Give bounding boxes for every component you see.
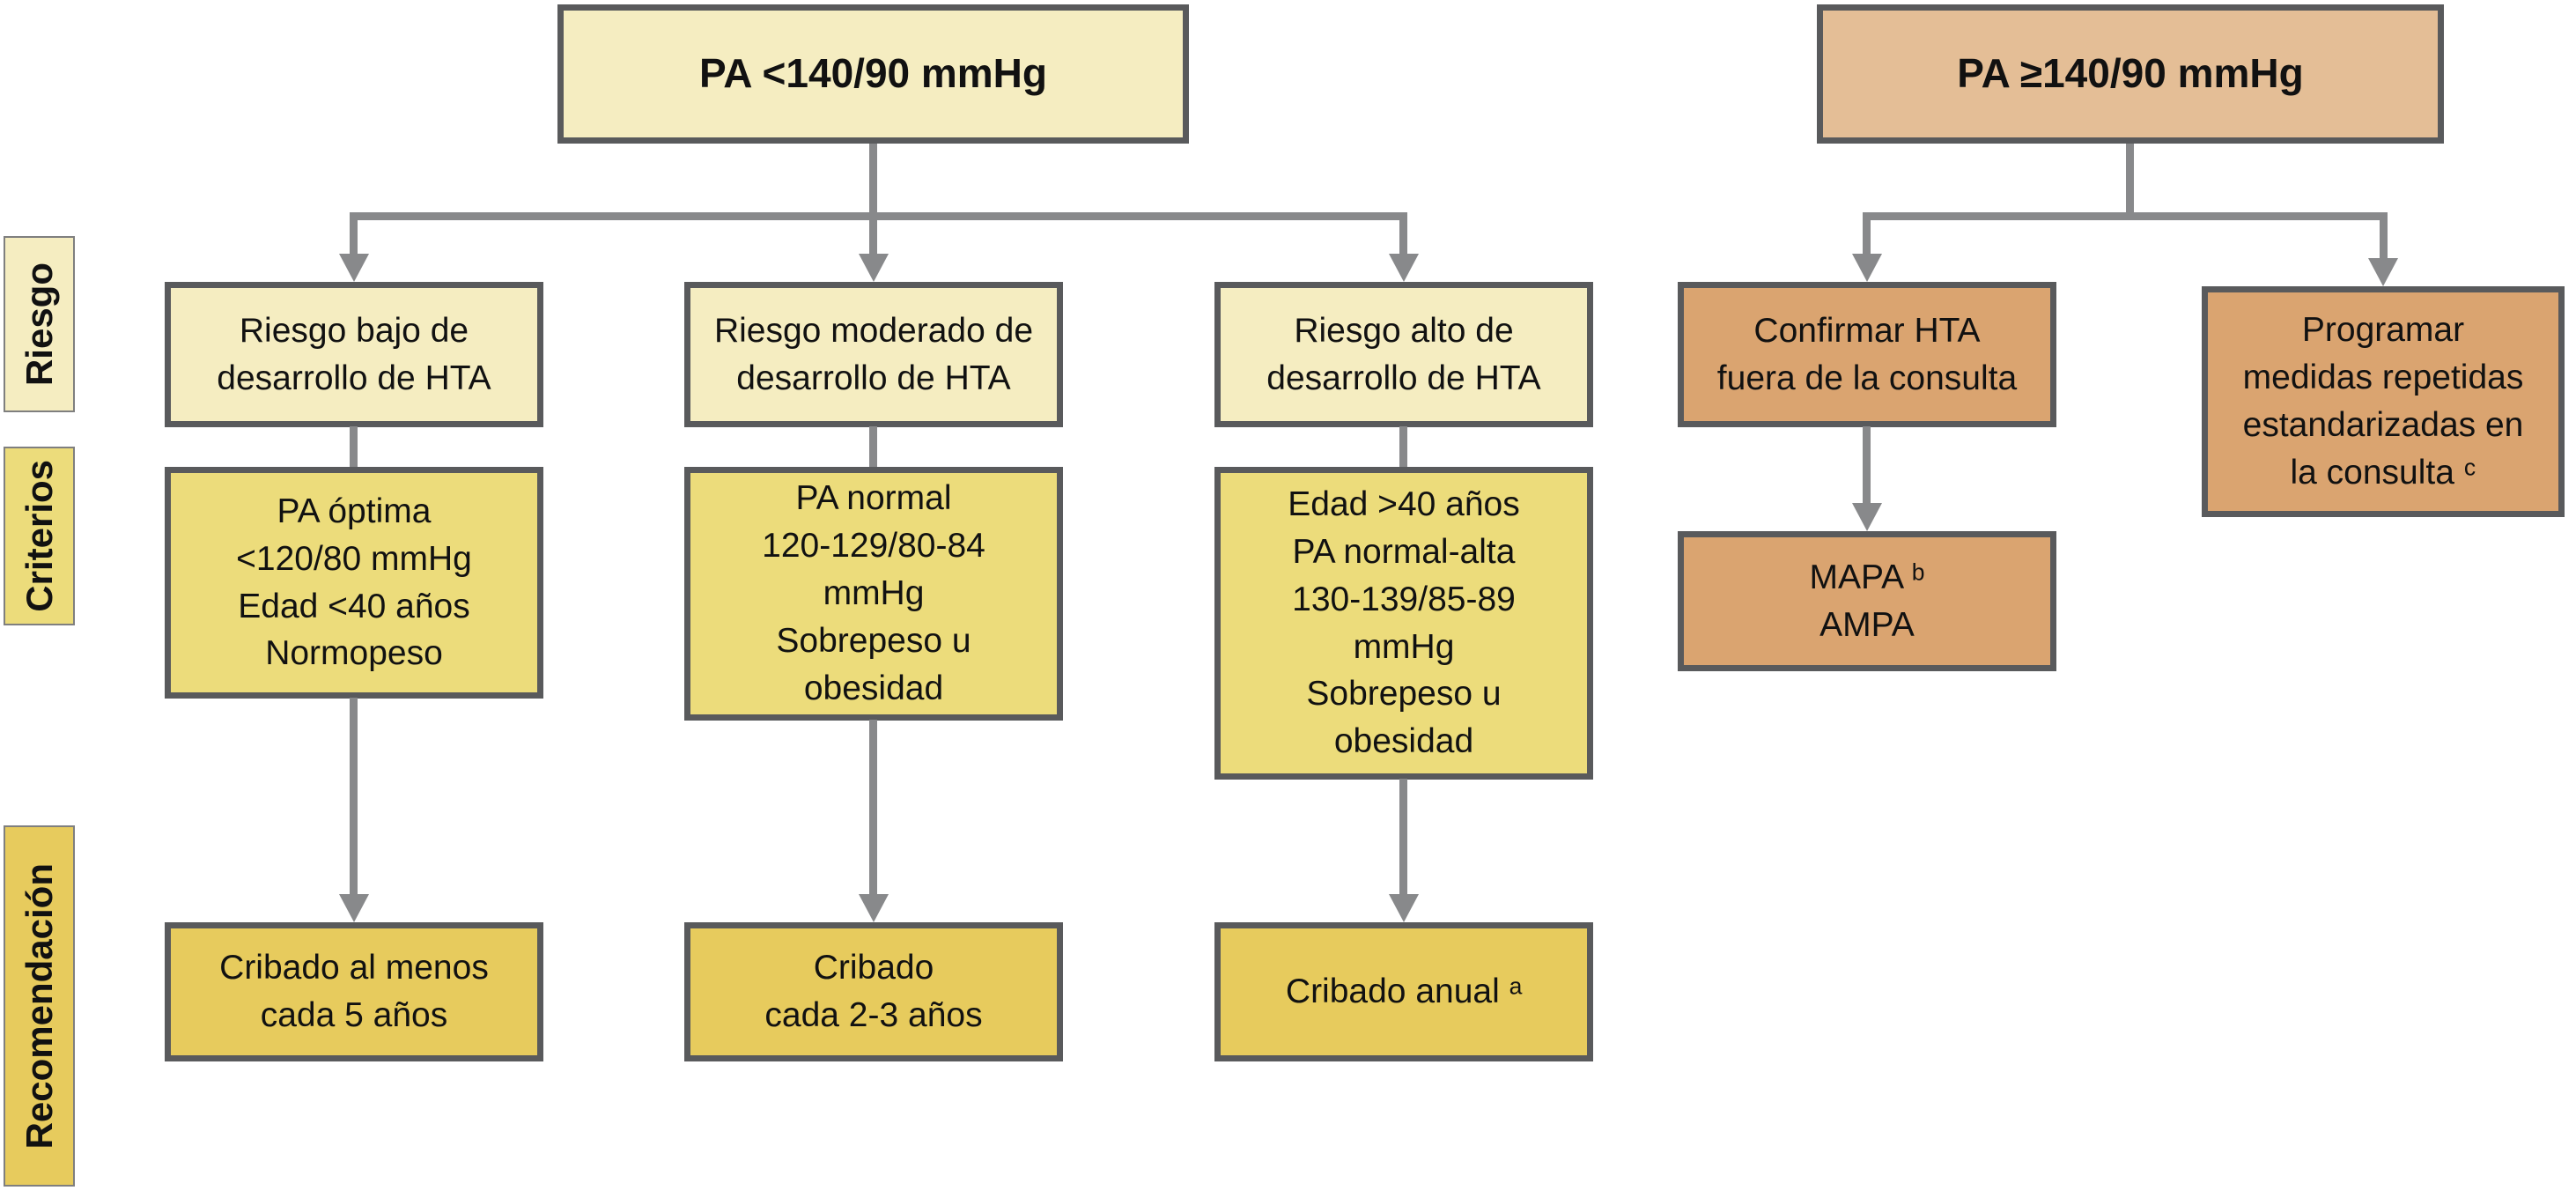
confirm-hta-box: Confirmar HTA fuera de la consulta — [1678, 282, 2056, 427]
arrow-down-icon — [339, 894, 369, 922]
risk-box-high: Riesgo alto de desarrollo de HTA — [1214, 282, 1593, 427]
arrow-down-icon — [1852, 503, 1882, 531]
row-label-recommendation: Recomendación — [4, 825, 75, 1187]
arrow-down-icon — [1389, 254, 1419, 282]
arrow-down-icon — [339, 254, 369, 282]
header-bp-above-140: PA ≥140/90 mmHg — [1817, 4, 2444, 144]
connector-criteria-rec-high — [1399, 779, 1407, 898]
arrow-down-icon — [1389, 894, 1419, 922]
header-bp-below-140: PA <140/90 mmHg — [557, 4, 1189, 144]
risk-box-moderate: Riesgo moderado de desarrollo de HTA — [684, 282, 1063, 427]
connector-risk-criteria-low — [350, 426, 358, 469]
row-label-risk-text: Riesgo — [18, 262, 60, 387]
connector-criteria-rec-low — [350, 698, 358, 898]
mapa-ampa-box: MAPA ᵇ AMPA — [1678, 531, 2056, 671]
row-label-risk: Riesgo — [4, 236, 75, 412]
arrow-down-icon — [1852, 254, 1882, 282]
connector-right-bar — [1864, 212, 2388, 220]
recommendation-box-high: Cribado anual ᵃ — [1214, 922, 1593, 1061]
row-label-recommendation-text: Recomendación — [18, 862, 60, 1150]
arrow-down-icon — [859, 894, 889, 922]
connector-risk-criteria-moderate — [869, 426, 877, 469]
risk-box-low: Riesgo bajo de desarrollo de HTA — [165, 282, 543, 427]
recommendation-box-low: Cribado al menos cada 5 años — [165, 922, 543, 1061]
row-label-criteria: Criterios — [4, 447, 75, 625]
connector-left-stem — [869, 144, 877, 220]
connector-risk-criteria-high — [1399, 426, 1407, 469]
connector-right-stem — [2126, 144, 2134, 220]
criteria-box-moderate: PA normal 120-129/80-84 mmHg Sobrepeso u… — [684, 467, 1063, 721]
connector-drop-schedule — [2380, 212, 2388, 262]
arrow-down-icon — [2368, 258, 2398, 286]
row-label-criteria-text: Criterios — [18, 460, 60, 612]
arrow-down-icon — [859, 254, 889, 282]
connector-confirm-mapa — [1863, 426, 1871, 506]
connector-drop-confirm — [1863, 212, 1871, 257]
recommendation-box-moderate: Cribado cada 2-3 años — [684, 922, 1063, 1061]
connector-drop-low-risk — [350, 212, 358, 257]
connector-criteria-rec-moderate — [869, 720, 877, 898]
schedule-office-measures-box: Programar medidas repetidas estandarizad… — [2202, 286, 2565, 517]
connector-left-bar — [351, 212, 1407, 220]
connector-drop-high-risk — [1399, 212, 1407, 257]
criteria-box-low: PA óptima <120/80 mmHg Edad <40 años Nor… — [165, 467, 543, 699]
criteria-box-high: Edad >40 años PA normal-alta 130-139/85-… — [1214, 467, 1593, 780]
connector-drop-moderate-risk — [869, 212, 877, 257]
